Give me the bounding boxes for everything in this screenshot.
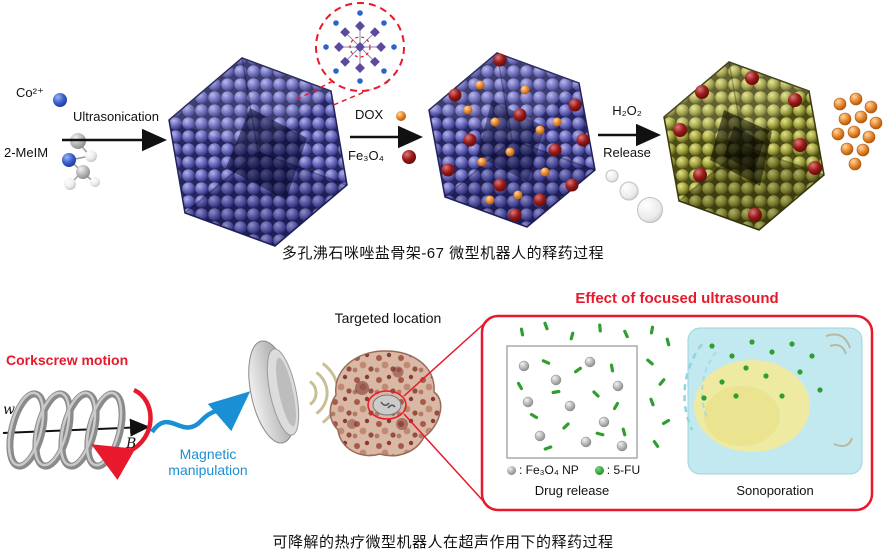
fe3o4-dot (402, 150, 416, 164)
corkscrew-helix (2, 390, 150, 470)
released-dox-cluster (831, 92, 883, 171)
corkscrew-motion-label: Corkscrew motion (6, 352, 129, 368)
fe3o4-particles-on-crystal (441, 53, 590, 222)
fe3o4-legend-text: : Fe₃O₄ NP (519, 463, 579, 477)
fe3o4-np-dots (518, 356, 628, 452)
meim-label: 2-MeIM (4, 145, 49, 160)
sonoporation-label: Sonoporation (736, 483, 814, 498)
dox-label: DOX (355, 107, 384, 122)
reaction-arrows (62, 123, 661, 152)
legend: : Fe₃O₄ NP : 5-FU (507, 463, 640, 477)
bottom-caption: 可降解的热疗微型机器人在超声作用下的释药过程 (272, 534, 614, 551)
sonoporation-cell-illustration (683, 327, 863, 475)
effect-title: Effect of focused ultrasound (575, 290, 779, 307)
fu-legend-text: : 5-FU (606, 463, 641, 477)
cobalt-ion-sphere (53, 93, 67, 107)
fe3o4-label: Fe₃O₄ (348, 148, 384, 163)
magnetic-manipulation-arrow (150, 391, 251, 434)
fu-legend-icon (594, 465, 604, 475)
fe3o4-legend-icon (507, 465, 516, 475)
release-label: Release (603, 145, 651, 160)
dox-particles-on-crystal (463, 80, 562, 205)
microrobot-marker (367, 390, 407, 420)
ultrasonication-label: Ultrasonication (73, 109, 159, 124)
zif67-crystal-loaded (428, 52, 596, 228)
co-ion-label: Co²⁺ (16, 85, 44, 100)
zif67-crystal-pristine (168, 57, 348, 247)
targeted-location-label: Targeted location (334, 310, 442, 326)
zif67-crystal-degraded (663, 61, 825, 231)
zif-framework-inset (315, 2, 405, 92)
zoom-connector-lines (403, 321, 487, 505)
2meim-molecule-atoms (62, 133, 100, 190)
dox-dot (396, 111, 406, 121)
fu-rods (516, 321, 671, 451)
fu-dots-in-cell (701, 339, 823, 401)
ultrasound-transducer (248, 340, 300, 444)
release-bubbles (605, 169, 663, 223)
top-caption: 多孔沸石咪唑盐骨架-67 微型机器人的释药过程 (281, 245, 605, 262)
magnetic-manipulation-label: Magnetic manipulation (168, 446, 248, 479)
field-b-label: B (126, 436, 137, 452)
drug-release-label: Drug release (534, 483, 610, 498)
omega-label: w (3, 402, 15, 418)
h2o2-label: H₂O₂ (612, 103, 642, 118)
rotation-arrow (91, 387, 153, 481)
fe3o4-particles-on-degraded (673, 71, 822, 222)
